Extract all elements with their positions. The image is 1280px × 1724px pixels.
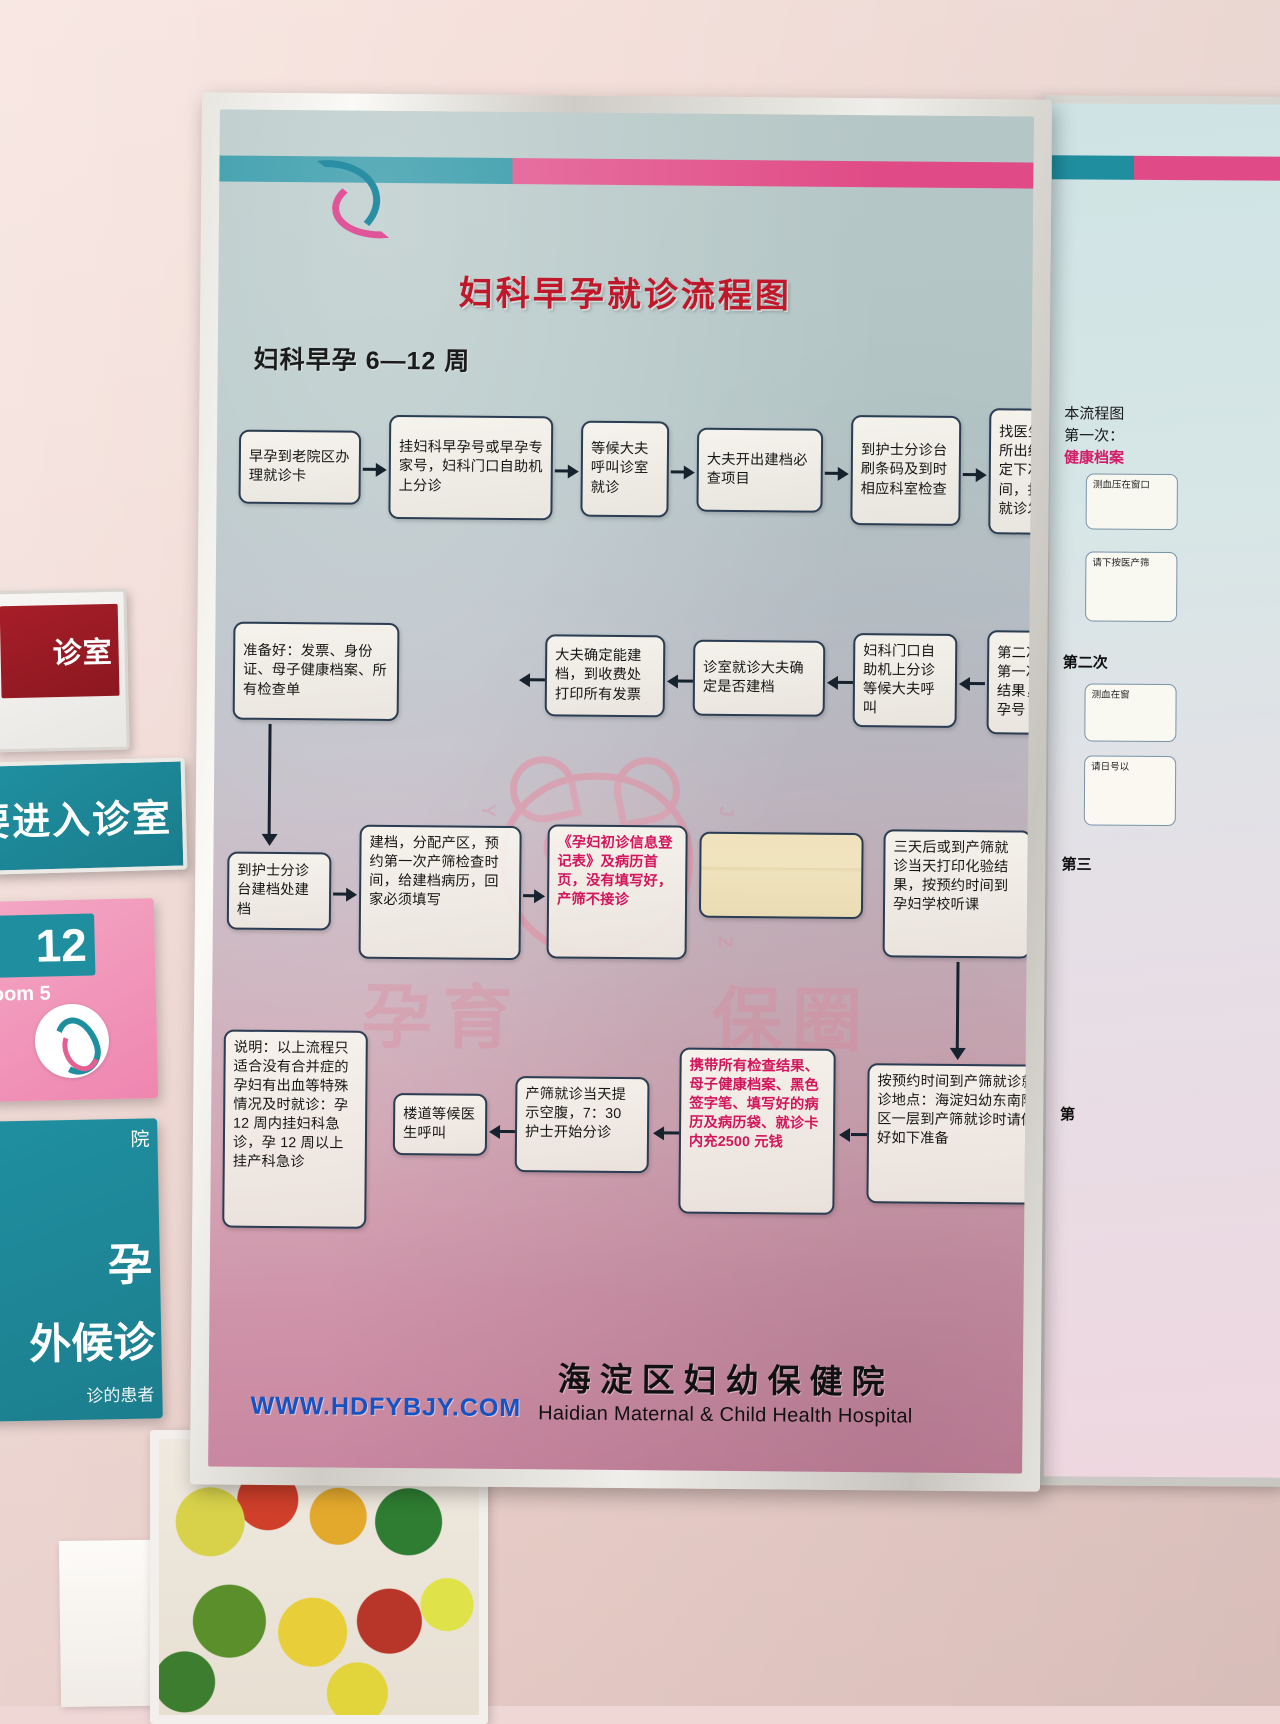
clinic-flowchart-poster: 孕育 保圈 Y U N J I A Z 妇科早孕就诊流程图 妇科早孕 6—12 … — [190, 92, 1052, 1491]
flow-node-8[interactable]: 妇科门口自助机上分诊等候大夫呼叫 — [853, 633, 958, 728]
flow-node-15-covered[interactable] — [699, 832, 864, 919]
page-title: 妇科早孕就诊流程图 — [218, 263, 1032, 319]
wall-sign-consulting-room: 诊室 — [0, 589, 130, 753]
wall-sign-waiting-notice: 院 孕 外候诊 诊的患者 — [0, 1118, 163, 1421]
flow-node-14[interactable]: 《孕妇初诊信息登记表》及病历首页，没有填写好，产筛不接诊 — [547, 824, 688, 959]
wall-sign-enter-room-label: 要进入诊室 — [0, 786, 173, 846]
flow-node-20[interactable]: 楼道等候医生呼叫 — [393, 1093, 488, 1156]
flow-node-7[interactable]: 第二次就诊携带第一次所有检查结果，挂妇科早孕号 — [987, 630, 1034, 735]
flow-node-18[interactable]: 携带所有检查结果、母子健康档案、黑色签字笔、填写好的病历及病历袋、就诊卡内充25… — [678, 1048, 835, 1215]
wall-sign-room-number: 12 oom 5 — [0, 898, 158, 1102]
flow-node-1[interactable]: 早孕到老院区办理就诊卡 — [239, 430, 362, 505]
flow-node-10[interactable]: 大夫确定能建档，到收费处打印所有发票 — [545, 634, 666, 717]
poster2-box-1: 测血压在窗口 — [1086, 474, 1178, 531]
poster2-box-4: 请日号以 — [1084, 756, 1176, 827]
waiting-notice-line1: 院 — [130, 1124, 150, 1151]
wall-sign-enter-room: 要进入诊室 — [0, 757, 187, 874]
hospital-name-en: Haidian Maternal & Child Health Hospital — [538, 1402, 913, 1428]
poster2-section-3: 第三 — [1061, 853, 1091, 874]
room-label: oom 5 — [0, 982, 51, 1006]
arrow-16-17 — [956, 962, 957, 1062]
flow-node-16[interactable]: 三天后或到产筛就诊当天打印化验结果，按预约时间到孕妇学校听课 — [883, 829, 1032, 958]
poster2-color-band — [1052, 155, 1280, 180]
page-subtitle: 妇科早孕 6—12 周 — [254, 340, 471, 378]
arrow-11-12 — [267, 724, 268, 848]
poster2-heading: 本流程图 第一次： 健康档案 — [1064, 403, 1124, 469]
poster2-section-2: 第二次 — [1063, 651, 1108, 672]
flow-node-19[interactable]: 产筛就诊当天提示空腹，7：30 护士开始分诊 — [515, 1076, 650, 1173]
wall-sign-consulting-room-label: 诊室 — [52, 629, 113, 672]
flow-node-17[interactable]: 按预约时间到产筛就诊就诊地点：海淀妇幼东南院区一层到产筛就诊时请做好如下准备 — [866, 1063, 1033, 1205]
flow-node-13[interactable]: 建档，分配产区，预约第一次产筛检查时间，给建档病历，回家必须填写 — [359, 825, 522, 960]
flow-node-2[interactable]: 挂妇科早孕号或早孕专家号，妇科门口自助机上分诊 — [388, 415, 553, 520]
room-number-value: 12 — [35, 918, 87, 973]
flow-node-21-note[interactable]: 说明：以上流程只适合没有合并症的孕妇有出血等特殊情况及时就诊：孕 12 周内挂妇… — [222, 1030, 368, 1229]
waiting-notice-line3: 外候诊 — [29, 1308, 156, 1371]
adjacent-poster: 本流程图 第一次： 健康档案 测血压在窗口 请下按医产筛 第二次 测血在窗 请日… — [1036, 95, 1280, 1487]
poster-board: 孕育 保圈 Y U N J I A Z 妇科早孕就诊流程图 妇科早孕 6—12 … — [208, 109, 1034, 1473]
poster2-section-4: 第 — [1060, 1103, 1075, 1124]
flow-node-4[interactable]: 大夫开出建档必查项目 — [696, 428, 823, 513]
flow-node-3[interactable]: 等候大夫呼叫诊室就诊 — [580, 421, 669, 518]
hospital-name-cn: 海淀区妇幼保健院 — [538, 1352, 913, 1403]
poster2-box-3: 测血在窗 — [1084, 684, 1176, 743]
hospital-name: 海淀区妇幼保健院 Haidian Maternal & Child Health… — [538, 1352, 913, 1428]
poster2-box-2: 请下按医产筛 — [1085, 552, 1177, 623]
flow-node-6[interactable]: 找医生看当天所出结果，确定下次就诊时间，打印当天就诊发票 — [988, 408, 1034, 535]
flow-node-12[interactable]: 到护士分诊台建档处建档 — [227, 852, 332, 931]
flow-node-5[interactable]: 到护士分诊台刷条码及到时相应科室检查 — [850, 415, 961, 526]
hospital-logo-icon — [34, 1003, 110, 1079]
flow-node-9[interactable]: 诊室就诊大夫确定是否建档 — [693, 640, 826, 717]
flow-node-11[interactable]: 准备好：发票、身份证、母子健康档案、所有检查单 — [233, 622, 400, 721]
waiting-notice-line4: 诊的患者 — [86, 1380, 154, 1406]
waiting-notice-line2: 孕 — [107, 1228, 152, 1293]
website-url[interactable]: WWW.HDFYBJY.COM — [250, 1392, 521, 1423]
